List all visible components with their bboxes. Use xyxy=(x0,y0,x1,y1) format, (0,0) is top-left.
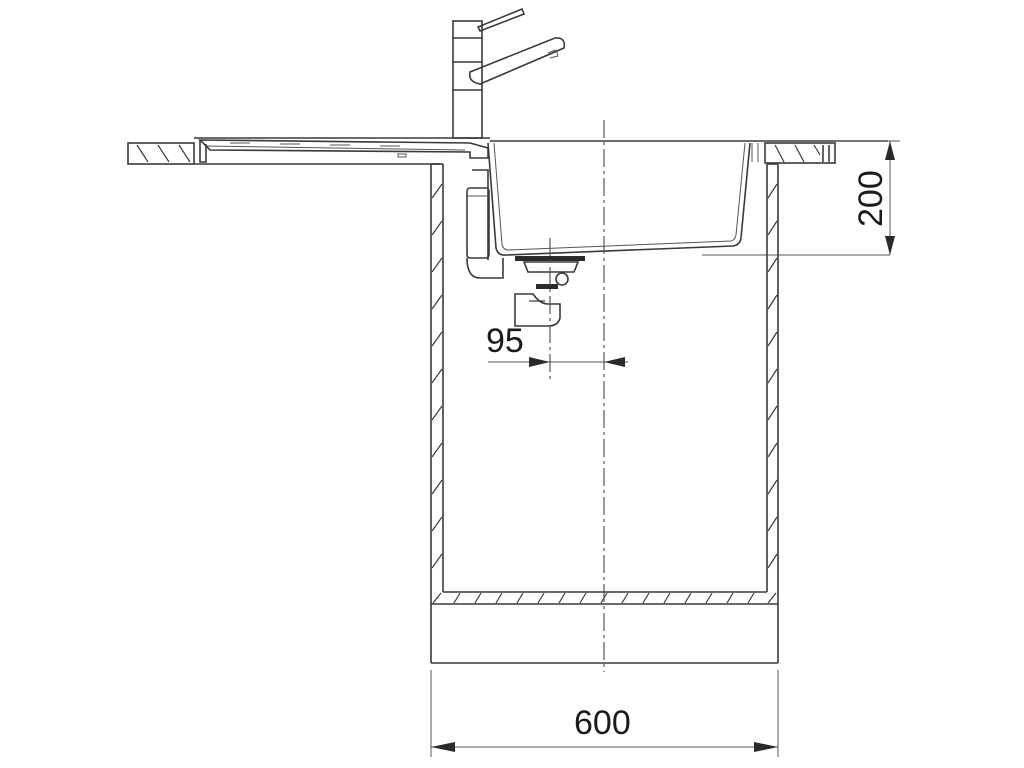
dimension-600: 600 xyxy=(430,670,779,757)
dimension-95-label: 95 xyxy=(486,322,524,360)
waste-drain xyxy=(514,256,585,327)
overflow-pipe xyxy=(466,169,504,279)
dimension-95: 95 xyxy=(486,322,628,367)
dimension-200: 200 xyxy=(836,140,900,255)
cabinet-bottom-hatch xyxy=(432,592,777,604)
drainer xyxy=(198,139,489,163)
cabinet-right-hatch xyxy=(767,183,778,569)
sink-bowl xyxy=(487,142,890,256)
countertop-right xyxy=(490,140,888,164)
cabinet-left-hatch xyxy=(431,183,443,569)
countertop-left xyxy=(127,137,490,165)
dimension-200-label: 200 xyxy=(852,170,890,227)
dimension-600-label: 600 xyxy=(574,704,631,742)
faucet-icon xyxy=(452,7,566,139)
cabinet xyxy=(430,163,779,664)
